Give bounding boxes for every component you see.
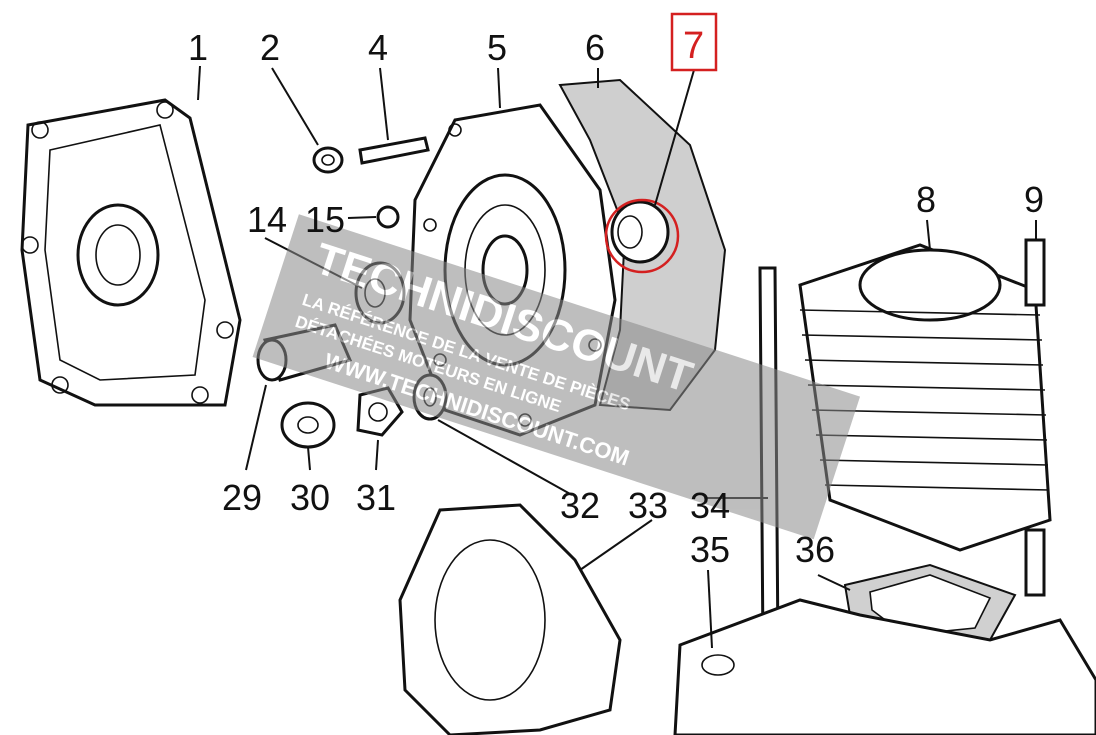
callout-14: 14 [247,199,287,240]
callout-31: 31 [356,477,396,518]
part-33-cover [398,503,622,735]
part-15-o-ring [376,205,400,229]
callout-32: 32 [560,485,600,526]
watermark-band [252,214,861,540]
part-9-stud [1024,238,1046,597]
part-4-stud [358,136,430,165]
part-35-crankcase [673,598,1096,735]
callout-8: 8 [916,179,936,220]
callout-7: 7 [683,25,704,67]
part-7-oil-seal [604,198,680,274]
part-30-castle-nut [280,401,336,449]
callout-35: 35 [690,529,730,570]
callout-34: 34 [690,485,730,526]
callout-7-highlight-box [670,12,718,72]
callout-15: 15 [305,199,345,240]
callout-1: 1 [188,27,208,68]
part-1-crankcase-cover [20,98,242,407]
callout-4: 4 [368,27,388,68]
callout-6: 6 [585,27,605,68]
callout-labels: 1 2 4 5 6 7 8 9 14 15 29 30 31 32 33 34 … [188,12,1044,570]
callout-36: 36 [795,529,835,570]
leader-lines [197,65,1037,649]
callout-2: 2 [260,27,280,68]
callout-5: 5 [487,27,507,68]
callout-33: 33 [628,485,668,526]
callout-29: 29 [222,477,262,518]
part-2-nut [312,146,344,174]
callout-30: 30 [290,477,330,518]
part-8-cylinder [798,243,1052,552]
callout-9: 9 [1024,179,1044,220]
